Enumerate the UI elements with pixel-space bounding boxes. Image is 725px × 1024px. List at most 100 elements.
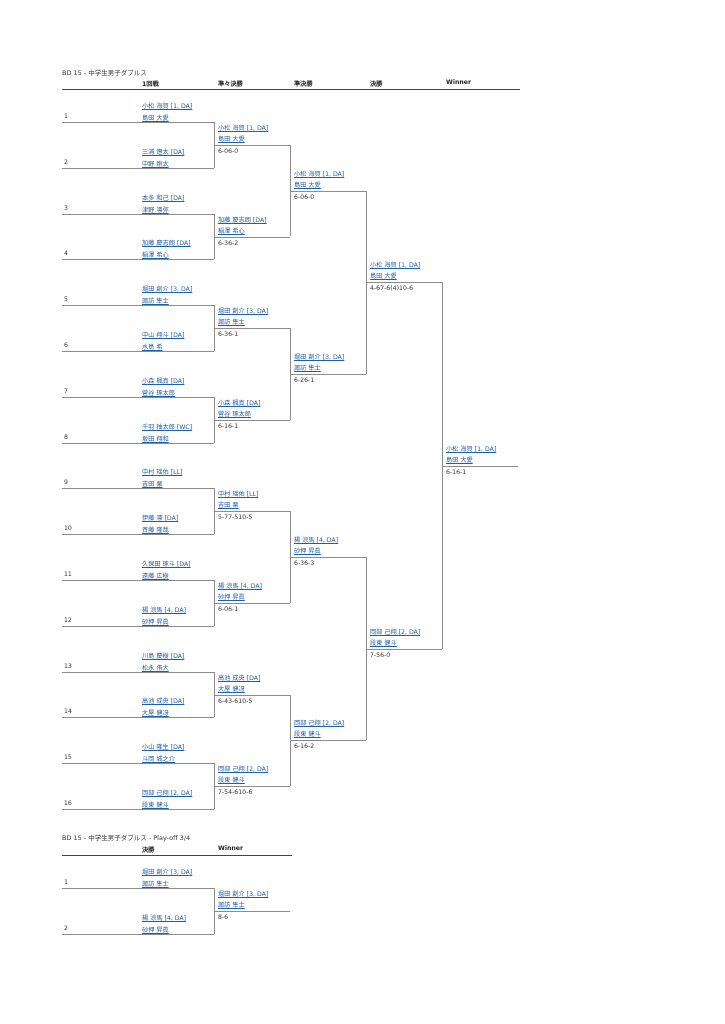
partner-name[interactable]: 諏訪 隼士 (294, 364, 321, 372)
bracket-connector (366, 190, 367, 374)
player-name[interactable]: 加藤 慶志朗 [DA] (142, 240, 191, 248)
player-name[interactable]: 中山 翔斗 [DA] (142, 332, 185, 339)
partner-name[interactable]: 島田 大愛 (218, 135, 245, 143)
partner-name[interactable]: 菅谷 琢太郎 (142, 389, 175, 397)
player-name[interactable]: 楊 涼馬 [4, DA] (218, 582, 263, 590)
partner-name[interactable]: 諏訪 隼士 (218, 902, 245, 909)
player-name[interactable]: 本多 和己 [DA] (142, 194, 185, 202)
player-name[interactable]: 小松 海賀 [1, DA] (446, 445, 497, 453)
partner-name[interactable]: 砂押 昇眞 (218, 593, 245, 601)
bracket-line (62, 763, 214, 765)
partner-name[interactable]: 諏訪 隼士 (142, 881, 169, 888)
player-name[interactable]: 岡部 己翔 [2, DA] (294, 720, 345, 728)
partner-name[interactable]: 津野 凛弥 (142, 206, 169, 214)
player-name[interactable]: 高池 成央 [DA] (218, 674, 261, 682)
partner-name[interactable]: 吉田 栗 (218, 502, 239, 510)
partner-name[interactable]: 砂押 昇眞 (142, 927, 169, 934)
seed-number: 6 (64, 342, 68, 349)
column-header: 決勝 (370, 81, 383, 88)
player-name[interactable]: 三浦 遼太 [DA] (142, 148, 185, 156)
partner-name[interactable]: 段東 健斗 (218, 777, 245, 785)
player-name[interactable]: 堀田 創介 [3, DA] (294, 353, 345, 361)
partner-name[interactable]: 段東 健斗 (370, 639, 397, 647)
partner-name[interactable]: 稲澤 希心 (218, 227, 245, 235)
partner-name[interactable]: 斉藤 隆哉 (142, 527, 169, 535)
player-name[interactable]: 加藤 慶志朗 [DA] (218, 216, 267, 224)
seed-number: 14 (64, 708, 72, 716)
column-header: 準決勝 (294, 81, 313, 88)
match-score: 6-26-1 (294, 376, 315, 384)
bracket-line (214, 911, 290, 912)
player-name[interactable]: 堀田 創介 [3, DA] (142, 869, 193, 876)
player-name[interactable]: 小松 海賀 [1, DA] (370, 262, 421, 270)
player-name[interactable]: 堀田 創介 [3, DA] (218, 308, 269, 316)
partner-name[interactable]: 大屋 健冴 (142, 710, 169, 718)
player-name[interactable]: 堀田 創介 [3, DA] (142, 286, 193, 294)
seed-number: 16 (64, 800, 72, 807)
bracket-line (290, 190, 366, 192)
bracket-line (214, 236, 290, 238)
player-name[interactable]: 小松 海賀 [1, DA] (142, 103, 193, 110)
bracket-line (62, 122, 214, 123)
bracket-line (62, 167, 214, 169)
bracket-connector (214, 671, 215, 718)
partner-name[interactable]: 稲澤 希心 (142, 252, 169, 260)
player-name[interactable]: 伊藤 凛 [DA] (142, 515, 179, 523)
player-name[interactable]: 小森 楓真 [DA] (142, 377, 185, 385)
partner-name[interactable]: 段東 健斗 (294, 731, 321, 739)
player-name[interactable]: 小森 楓真 [DA] (218, 399, 261, 407)
player-name[interactable]: 中村 瑶佑 [LL] (142, 469, 183, 477)
partner-name[interactable]: 大屋 健冴 (218, 685, 245, 693)
partner-name[interactable]: 菅谷 琢太郎 (218, 410, 251, 418)
bracket-connector (442, 282, 443, 649)
seed-number: 10 (64, 525, 72, 533)
bracket-line (62, 888, 214, 889)
column-header: 1回戦 (142, 81, 159, 88)
bracket-line (62, 488, 214, 490)
partner-name[interactable]: 砂押 昇眞 (142, 618, 169, 626)
bracket-connector (214, 305, 215, 351)
bracket-line (214, 144, 290, 146)
player-name[interactable]: 楊 涼馬 [4, DA] (142, 915, 187, 922)
player-name[interactable]: 堀田 創介 [3, DA] (218, 891, 269, 898)
partner-name[interactable]: 中野 剛太 (142, 160, 169, 168)
partner-name[interactable]: 諏訪 隼士 (142, 298, 169, 306)
partner-name[interactable]: 砂押 昇眞 (294, 548, 321, 556)
player-name[interactable]: 楊 涼馬 [4, DA] (142, 606, 187, 614)
partner-name[interactable]: 坂田 翔和 (142, 435, 169, 443)
player-name[interactable]: 高池 成央 [DA] (142, 698, 185, 706)
player-name[interactable]: 小松 海賀 [1, DA] (218, 124, 269, 132)
match-score: 5-77-510-5 (218, 514, 253, 522)
player-name[interactable]: 岡部 己翔 [2, DA] (142, 790, 193, 797)
bracket-line (290, 557, 366, 559)
bracket-title: BD 15 - 中学生男子ダブルス (62, 69, 147, 77)
match-score: 8-6 (218, 914, 229, 921)
match-score: 4-67-6(4)10-6 (370, 285, 414, 293)
partner-name[interactable]: 諏訪 隼士 (218, 319, 245, 327)
partner-name[interactable]: 島田 大愛 (446, 456, 473, 464)
bracket-line (214, 694, 290, 696)
partner-name[interactable]: 吉田 栗 (142, 481, 163, 489)
match-score: 6-36-3 (294, 560, 315, 568)
player-name[interactable]: 中村 瑶佑 [LL] (218, 491, 259, 499)
partner-name[interactable]: 島田 大愛 (142, 115, 169, 122)
player-name[interactable]: 小山 隆生 [DA] (142, 744, 185, 752)
bracket-line (62, 213, 214, 215)
player-name[interactable]: 岡部 己翔 [2, DA] (218, 766, 269, 774)
player-name[interactable]: 千羽 柚太郎 [WC] (142, 423, 193, 431)
match-score: 7-54-610-6 (218, 789, 253, 797)
partner-name[interactable]: 松永 侑大 (142, 664, 169, 672)
player-name[interactable]: 岡部 己翔 [2, DA] (370, 628, 421, 636)
player-name[interactable]: 久保田 琢斗 [DA] (142, 561, 191, 568)
partner-name[interactable]: 遠藤 広樹 (142, 573, 169, 580)
player-name[interactable]: 川島 慶樹 [DA] (142, 652, 185, 660)
partner-name[interactable]: 島田 大愛 (294, 181, 321, 189)
partner-name[interactable]: 水島 希 (142, 344, 163, 351)
partner-name[interactable]: 斗岡 城之介 (142, 756, 175, 764)
player-name[interactable]: 小松 海賀 [1, DA] (294, 170, 345, 178)
bracket-line (62, 351, 214, 352)
bracket-line (62, 580, 214, 581)
player-name[interactable]: 楊 涼馬 [4, DA] (294, 537, 339, 545)
partner-name[interactable]: 段東 健斗 (142, 802, 169, 809)
partner-name[interactable]: 島田 大愛 (370, 273, 397, 281)
